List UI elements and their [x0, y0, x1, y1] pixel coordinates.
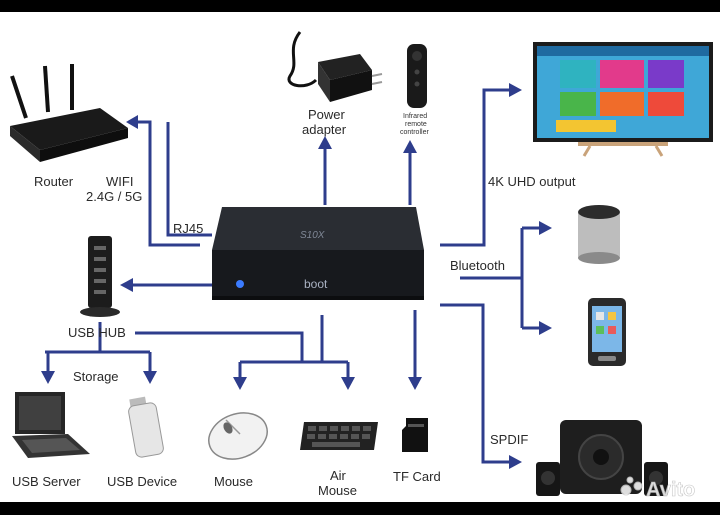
- usb-hub-icon: [80, 236, 120, 317]
- label-usb-server: USB Server: [12, 474, 81, 489]
- label-power-1: Power: [308, 107, 346, 122]
- label-usb-hub: USB HUB: [68, 325, 126, 340]
- remote-control-icon: [407, 44, 427, 108]
- label-4k-output: 4K UHD output: [488, 174, 576, 189]
- label-remote-2: remote: [405, 121, 427, 128]
- label-bluetooth: Bluetooth: [450, 258, 505, 273]
- box-logo: boot: [304, 277, 328, 291]
- output-line: [440, 88, 510, 247]
- label-remote-3: controller: [400, 129, 429, 136]
- label-air-mouse-2: Mouse: [318, 483, 357, 498]
- connectors: [41, 83, 552, 469]
- speaker-system-icon: [536, 420, 668, 496]
- tv-box: S10X boot: [212, 207, 424, 300]
- label-air-mouse-1: Air: [330, 468, 347, 483]
- label-router: Router: [34, 174, 74, 189]
- mouse-bus-line: [135, 331, 304, 362]
- label-spdif: SPDIF: [490, 432, 528, 447]
- label-rj45: RJ45: [173, 221, 203, 236]
- label-wifi-bands: 2.4G / 5G: [86, 189, 142, 204]
- watermark-text: Avito: [646, 479, 695, 501]
- label-mouse: Mouse: [214, 474, 253, 489]
- router-icon: [10, 64, 128, 162]
- power-adapter-icon: [287, 31, 383, 102]
- label-remote-1: Infrared: [403, 113, 427, 120]
- air-mouse-keyboard-icon: [300, 422, 378, 450]
- avito-watermark-icon: Avito: [620, 476, 696, 501]
- power-led: [236, 280, 244, 288]
- smartphone-icon: [588, 298, 626, 366]
- laptop-icon: [12, 392, 90, 458]
- spdif-line: [440, 303, 510, 464]
- tf-card-icon: [402, 418, 428, 452]
- mouse-icon: [208, 412, 268, 460]
- label-power-2: adapter: [302, 122, 347, 137]
- label-storage: Storage: [73, 369, 119, 384]
- label-wifi: WIFI: [106, 174, 133, 189]
- tv-icon: [533, 42, 713, 157]
- bluetooth-speaker-icon: [578, 205, 620, 264]
- label-tf-card: TF Card: [393, 469, 441, 484]
- label-usb-device: USB Device: [107, 474, 177, 489]
- usb-stick-icon: [128, 396, 164, 458]
- svg-text:S10X: S10X: [300, 230, 325, 241]
- wifi-line: [138, 120, 200, 247]
